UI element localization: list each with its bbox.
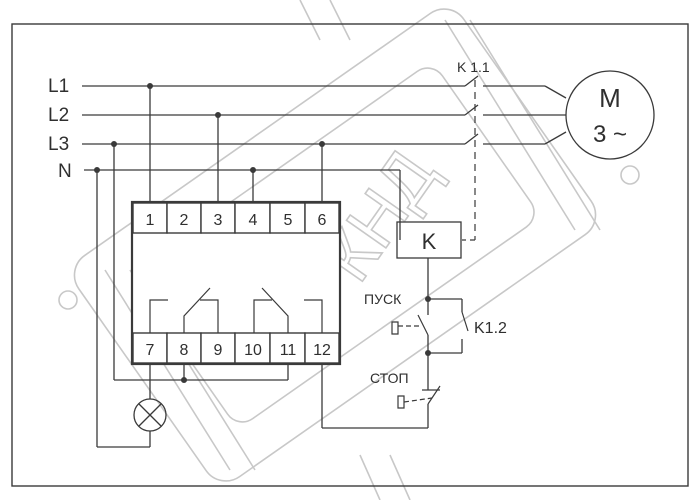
diagram-frame: [11, 23, 689, 487]
main-contacts-k1-1: [462, 75, 567, 241]
terminal-1: 1: [146, 212, 155, 229]
start-button-label: ПУСК: [364, 291, 402, 307]
motor-phase-label: 3 ~: [593, 121, 627, 148]
terminal-12: 12: [313, 342, 331, 359]
motor-letter: M: [599, 83, 621, 113]
terminal-8: 8: [180, 342, 189, 359]
terminal-6: 6: [318, 212, 327, 229]
line-label-l1: L1: [48, 76, 69, 97]
terminal-2: 2: [180, 212, 189, 229]
terminal-3: 3: [214, 212, 223, 229]
lamp-icon: [133, 398, 167, 432]
terminal-7: 7: [146, 342, 155, 359]
line-label-l3: L3: [48, 134, 69, 155]
terminal-10: 10: [244, 342, 262, 359]
coil-k: [396, 221, 462, 259]
relay-block: [130, 200, 342, 366]
terminal-11: 11: [280, 342, 297, 359]
relay-supply-wires: [94, 83, 325, 448]
supply-lines: [82, 85, 465, 240]
control-circuit: [321, 258, 469, 429]
coil-label: K: [422, 229, 437, 254]
stop-button-label: СТОП: [370, 370, 409, 386]
motor: M 3 ~: [565, 70, 655, 160]
terminal-9: 9: [214, 342, 223, 359]
line-label-l2: L2: [48, 105, 69, 126]
line-label-n: N: [58, 161, 72, 182]
terminal-4: 4: [249, 212, 258, 229]
main-contact-label: K 1.1: [457, 59, 490, 75]
aux-contact-label: K1.2: [474, 320, 507, 337]
motor-circle: [565, 70, 655, 160]
terminal-5: 5: [284, 212, 293, 229]
